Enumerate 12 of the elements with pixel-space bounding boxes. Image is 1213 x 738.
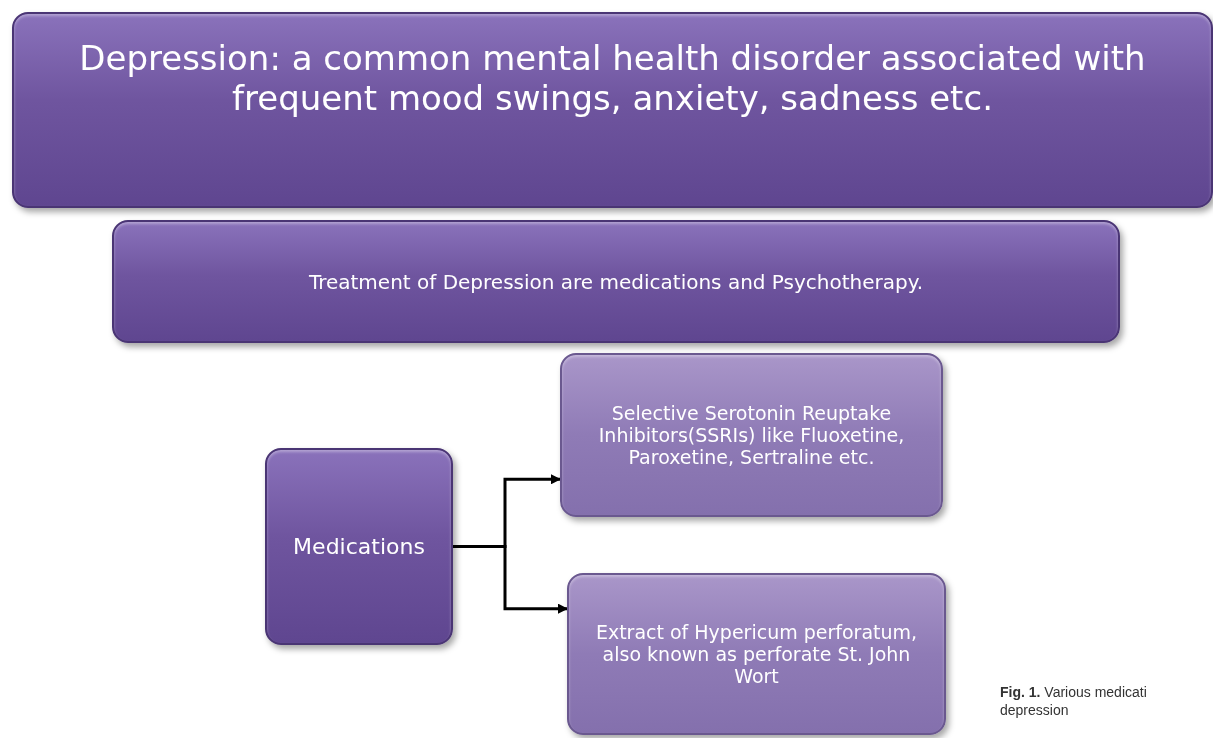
box-text: Depression: a common mental health disorder associated with frequent mood swings, anxiety, sadness etc. <box>78 37 1147 120</box>
text-box <box>112 220 1120 343</box>
text-box <box>12 12 1213 208</box>
text-box <box>560 353 943 517</box>
connector-arrow <box>453 545 568 614</box>
box-text: Selective Serotonin Reuptake Inhibitors(SSRIs) like Fluoxetine, Paroxetine, Sertraline etc. <box>597 401 906 470</box>
category-box <box>265 448 453 645</box>
text-box <box>567 573 946 735</box>
box-text: Medications <box>292 533 426 561</box>
box-text: Treatment of Depression are medications and Psychotherapy. <box>307 268 925 296</box>
box-text: Extract of Hypericum perforatum, also known as perforate St. John Wort <box>594 620 919 689</box>
figure-caption: Fig. 1. Various medicati depression <box>1000 684 1148 719</box>
